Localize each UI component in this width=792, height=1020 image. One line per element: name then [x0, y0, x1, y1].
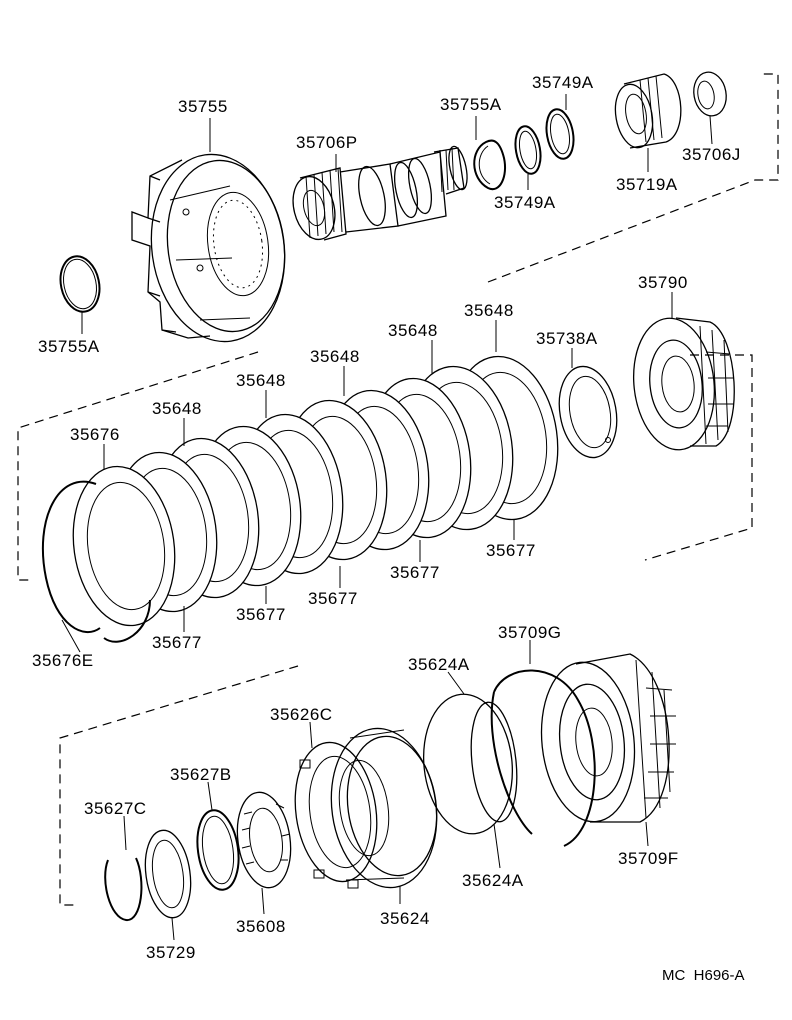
label-35709F: 35709F	[618, 849, 679, 868]
label-35755A-snap: 35755A	[440, 95, 502, 114]
label-35677-d: 35677	[390, 563, 440, 582]
label-35624A-lower: 35624A	[462, 871, 524, 890]
label-35648-d: 35648	[388, 321, 438, 340]
label-35624A-upper: 35624A	[408, 655, 470, 674]
label-35706P: 35706P	[296, 133, 358, 152]
part-35755A-ring	[59, 255, 101, 313]
part-35706J-washer	[693, 71, 727, 117]
part-35627B-snap-ring	[196, 809, 240, 891]
label-35709G: 35709G	[498, 623, 562, 642]
part-35676E-snap-ring	[41, 480, 151, 643]
bottom-leader-lines	[123, 640, 649, 941]
label-35677-a: 35677	[152, 633, 202, 652]
middle-group: 35790 35738A 35648 35648 35648 35648 356…	[32, 273, 735, 670]
part-35749A-ring-upper	[545, 108, 575, 160]
part-35738A-plate	[558, 365, 618, 459]
label-35755A-ring: 35755A	[38, 337, 100, 356]
part-35719A-bearing	[614, 73, 682, 149]
group-boundaries	[17, 73, 779, 906]
label-35648-e: 35648	[464, 301, 514, 320]
label-35738A: 35738A	[536, 329, 598, 348]
diagram-code: MC H696-A	[662, 967, 745, 984]
part-35709F-drum	[540, 653, 676, 823]
label-35627C: 35627C	[84, 799, 147, 818]
bottom-group: 35709G 35624A 35626C 35627B 35627C 35729…	[84, 623, 679, 962]
label-35627B: 35627B	[170, 765, 232, 784]
label-35677-c: 35677	[308, 589, 358, 608]
clutch-pack	[72, 355, 559, 627]
top-group: 35755 35706P 35755A 35749A 35749A 35719A…	[38, 71, 741, 356]
label-35729: 35729	[146, 943, 196, 962]
part-35624A-plate-inner	[470, 701, 518, 823]
part-35624-piston	[330, 727, 438, 889]
label-35706J: 35706J	[682, 145, 741, 164]
label-35624: 35624	[380, 909, 430, 928]
part-35790-hub	[632, 317, 735, 451]
label-35719A: 35719A	[616, 175, 678, 194]
part-35755-drum	[131, 153, 286, 343]
part-35626C-retainer	[294, 741, 378, 889]
label-35676E: 35676E	[32, 651, 94, 670]
part-35624A-plate-outer	[422, 693, 514, 835]
label-35676: 35676	[70, 425, 120, 444]
label-35749A-lower: 35749A	[494, 193, 556, 212]
part-35706P-shaft	[292, 145, 468, 241]
part-35729-washer	[144, 829, 192, 919]
part-35627C-snap-ring	[104, 857, 143, 921]
part-35749A-ring-lower	[514, 125, 542, 175]
label-35608: 35608	[236, 917, 286, 936]
middle-leader-lines	[61, 292, 673, 653]
part-35755A-snap-ring	[473, 139, 506, 191]
label-35755: 35755	[178, 97, 228, 116]
label-35626C: 35626C	[270, 705, 333, 724]
label-35677-e: 35677	[486, 541, 536, 560]
label-35648-b: 35648	[236, 371, 286, 390]
part-35608-spring	[236, 791, 292, 889]
label-35790: 35790	[638, 273, 688, 292]
label-35749A-upper: 35749A	[532, 73, 594, 92]
label-35648-c: 35648	[310, 347, 360, 366]
label-35677-b: 35677	[236, 605, 286, 624]
label-35648-a: 35648	[152, 399, 202, 418]
top-leader-lines	[81, 94, 713, 334]
